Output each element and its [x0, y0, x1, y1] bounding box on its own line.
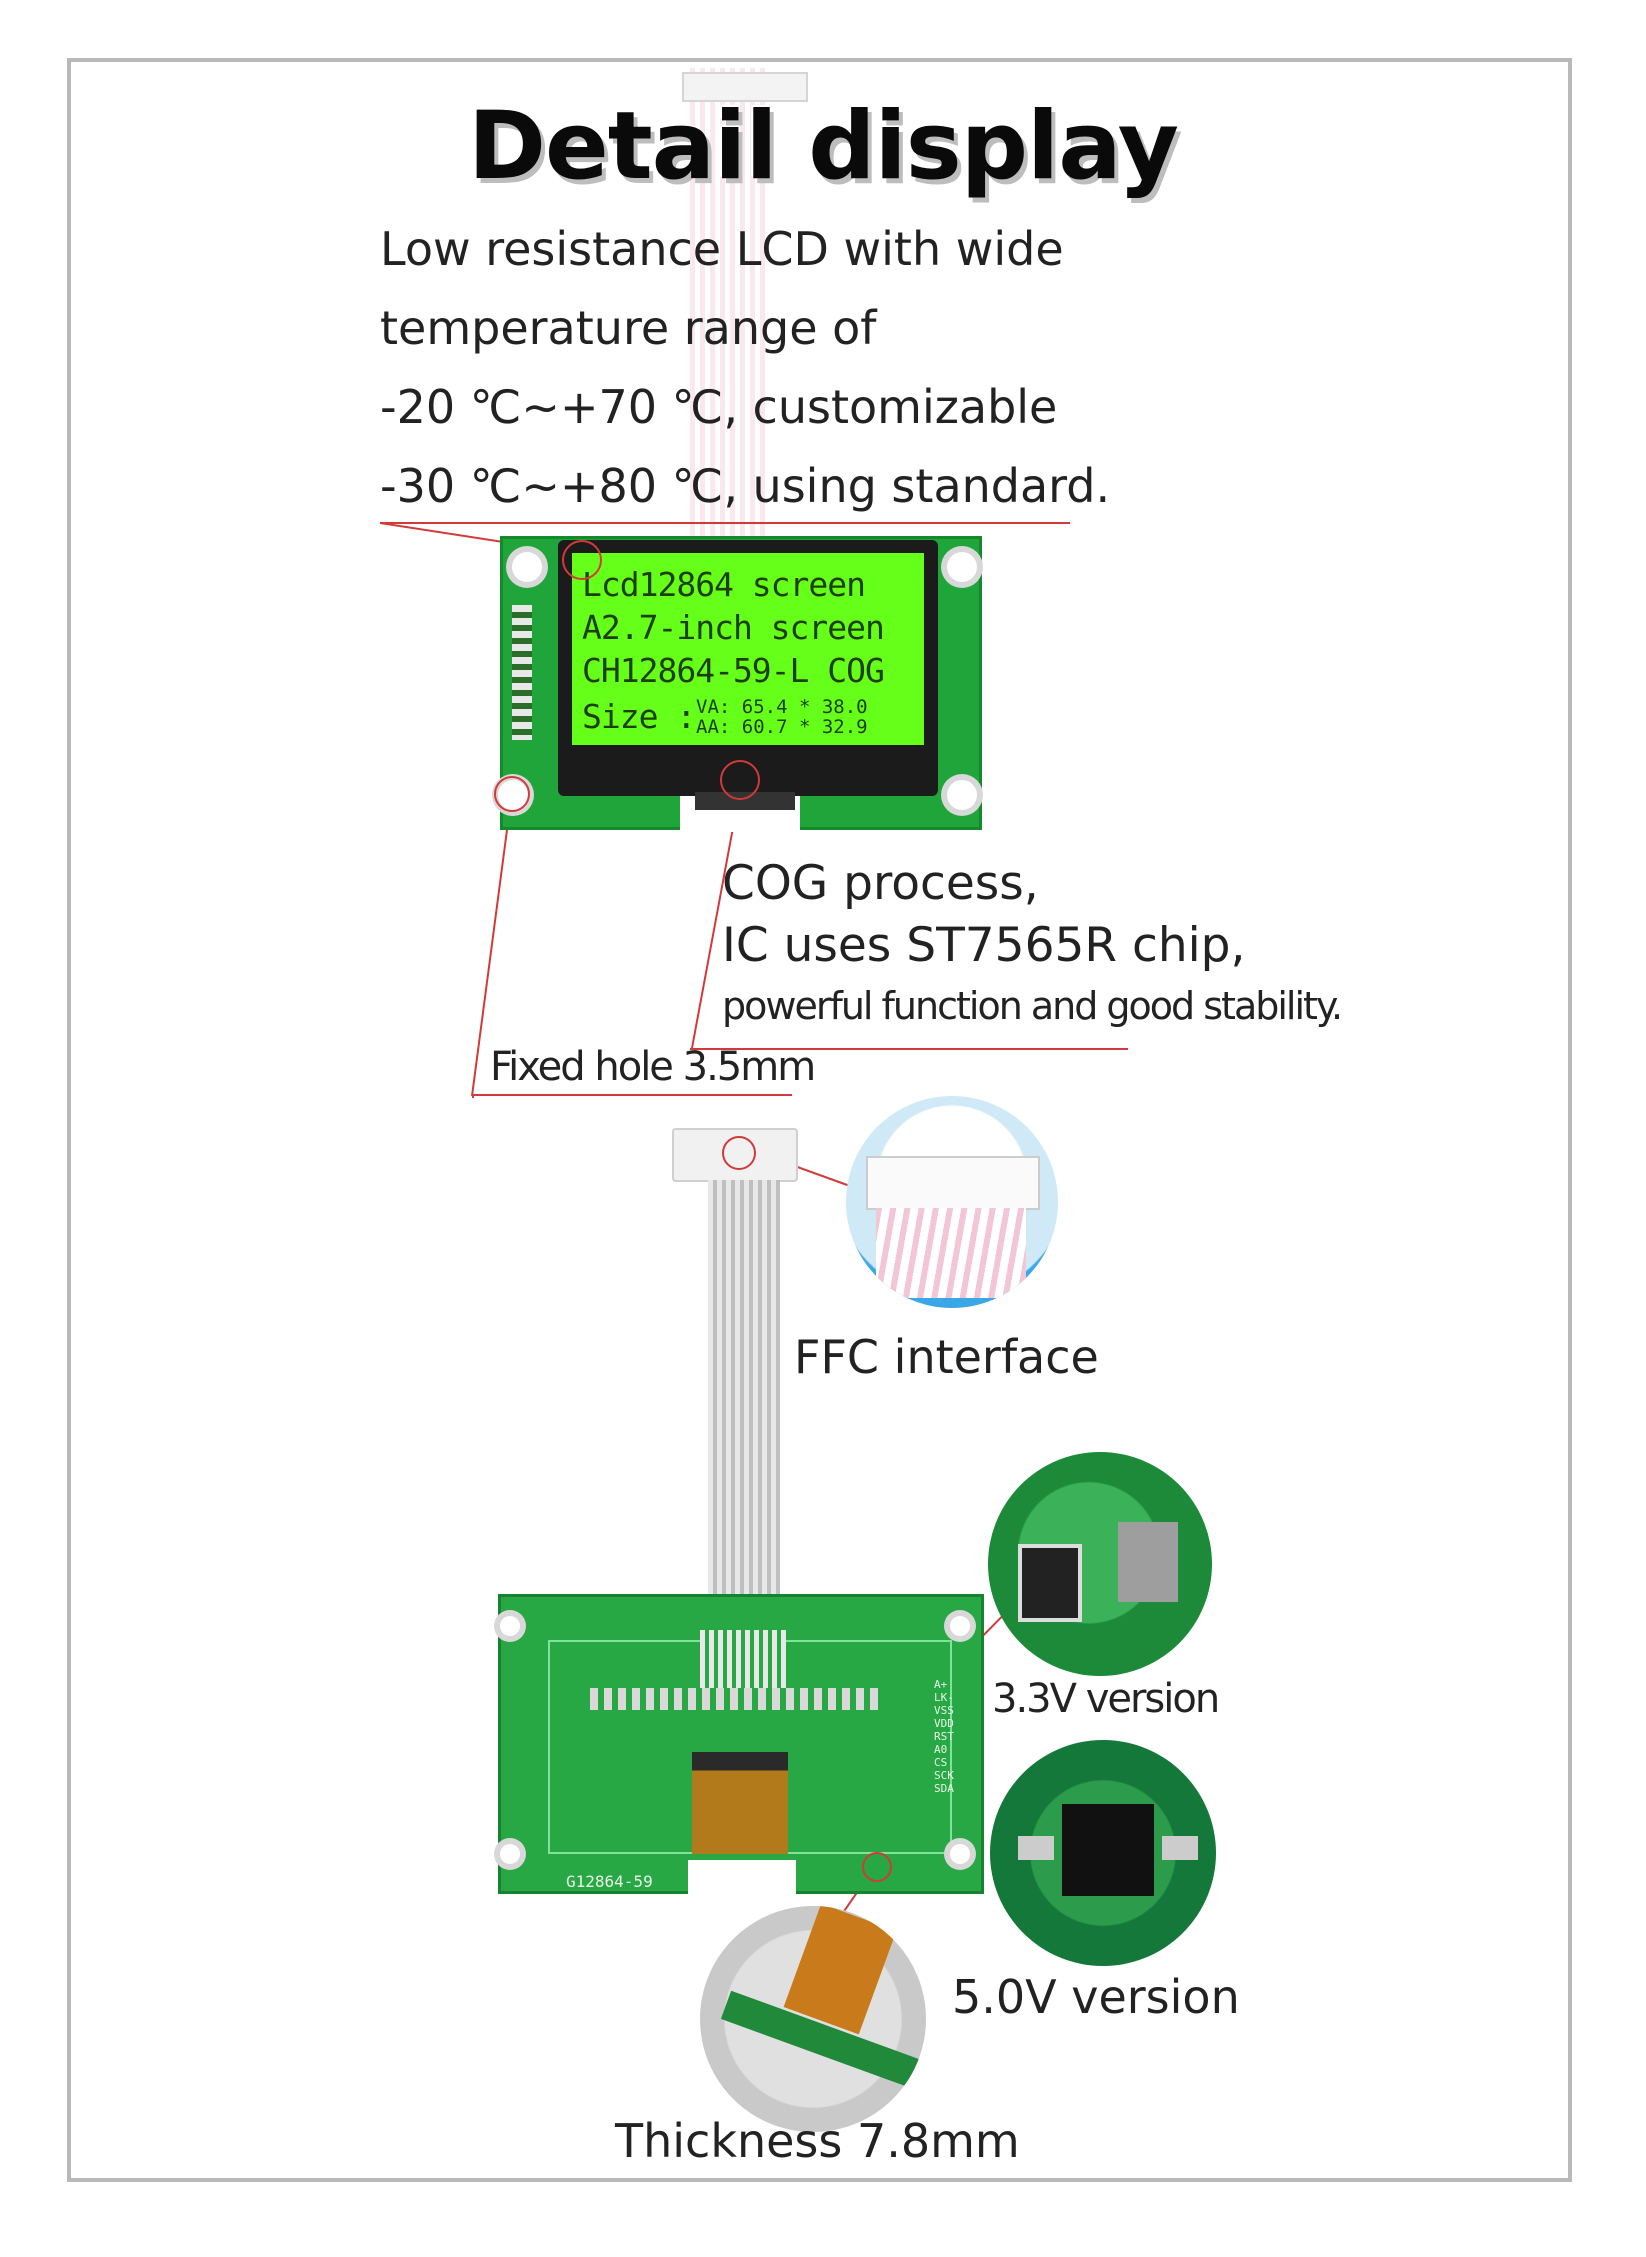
callout-circle-thickness — [862, 1852, 892, 1882]
page-title: Detail display — [467, 92, 1179, 201]
pin-label: A+ — [934, 1678, 948, 1691]
lcd-pin-header — [512, 605, 532, 740]
thickness-zoom-photo — [700, 1906, 926, 2132]
top-ribbon-cable — [690, 68, 770, 548]
v33-zoom-photo — [988, 1452, 1212, 1676]
cog-underline — [690, 1048, 1128, 1050]
pin-label: SCK — [934, 1769, 954, 1782]
lcd-line-1: Lcd12864 screen — [582, 565, 866, 604]
cog-line-3: powerful function and good stability. — [722, 984, 1343, 1028]
mount-hole-tr — [947, 552, 977, 582]
ribbon-solder-tabs — [700, 1630, 786, 1688]
cog-chip — [695, 792, 795, 810]
mount-hole-tl — [512, 552, 542, 582]
intro-line-4: -30 ℃~+80 ℃, using standard. — [380, 459, 1111, 513]
pin-label: CS — [934, 1756, 948, 1769]
callout-circle-chip — [720, 760, 760, 800]
pin-label: LK- — [934, 1691, 954, 1704]
ffc-ribbon-cable — [708, 1180, 780, 1640]
lcd-screen: Lcd12864 screen A2.7-inch screen CH12864… — [572, 553, 924, 745]
pin-label: VSS — [934, 1704, 954, 1717]
lcd-size-label: Size : — [582, 697, 696, 736]
pin-label-column: A+ LK- VSS VDD RST A0 CS SCK SDA — [934, 1678, 958, 1795]
pin-label: VDD — [934, 1717, 954, 1730]
ffc-zoom-photo — [846, 1096, 1058, 1308]
lcd-line-3: CH12864-59-L COG — [582, 651, 885, 690]
intro-line-2: temperature range of — [380, 301, 877, 355]
cog-line-1: COG process, — [722, 856, 1039, 911]
lcd-va: VA: 65.4 * 38.0 — [696, 696, 868, 718]
callout-circle-lcd — [562, 540, 602, 580]
thickness-label: Thickness 7.8mm — [615, 2114, 1020, 2168]
back-pad-row — [590, 1688, 880, 1710]
pin-label: SDA — [934, 1782, 954, 1795]
cog-line-2: IC uses ST7565R chip, — [722, 918, 1246, 973]
lcd-line-2: A2.7-inch screen — [582, 608, 885, 647]
pin-label: RST — [934, 1730, 954, 1743]
ffc-label: FFC interface — [794, 1330, 1099, 1384]
v50-label: 5.0V version — [952, 1970, 1240, 2024]
fixed-hole-underline — [472, 1094, 792, 1096]
back-fpc — [692, 1752, 788, 1854]
fixed-hole-label: Fixed hole 3.5mm — [490, 1044, 816, 1090]
lcd-aa: AA: 60.7 * 32.9 — [696, 716, 868, 738]
callout-circle-hole — [494, 776, 530, 812]
intro-underline — [380, 522, 1070, 524]
intro-line-3: -20 ℃~+70 ℃, customizable — [380, 380, 1058, 434]
pcb-model-label: G12864-59 — [566, 1872, 653, 1891]
top-cable-connector — [682, 72, 808, 102]
v33-label: 3.3V version — [992, 1676, 1220, 1722]
pin-label: A0 — [934, 1743, 948, 1756]
v50-zoom-photo — [990, 1740, 1216, 1966]
mount-hole-br — [947, 780, 977, 810]
intro-line-1: Low resistance LCD with wide — [380, 222, 1064, 276]
callout-circle-ffc — [722, 1136, 756, 1170]
